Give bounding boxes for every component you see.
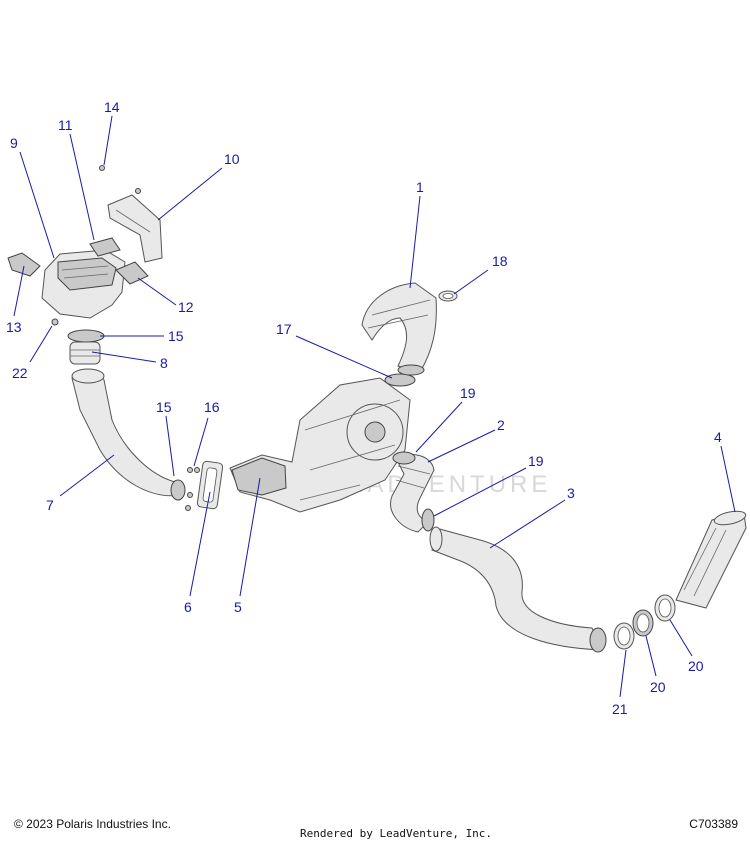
- callout-16: 16: [204, 399, 220, 415]
- part-16-fasteners: [185, 467, 200, 511]
- callout-14: 14: [104, 99, 120, 115]
- callout-2: 2: [497, 417, 505, 433]
- part-2-elbow: [390, 454, 435, 533]
- callout-18: 18: [492, 253, 508, 269]
- part-3-outlet-duct: [429, 526, 607, 653]
- part-5-cvt-housing: [229, 377, 411, 513]
- part-4-outlet-pipe: [675, 510, 747, 609]
- callout-10: 10: [224, 151, 240, 167]
- callout-6: 6: [184, 599, 192, 615]
- part-10-bracket: [107, 194, 163, 263]
- callout-8: 8: [160, 355, 168, 371]
- part-19-clamps: [392, 451, 435, 532]
- callout-20-left: 21: [612, 701, 628, 717]
- callout-7: 7: [46, 497, 54, 513]
- callout-12: 12: [178, 299, 194, 315]
- callout-11: 11: [58, 117, 73, 133]
- callout-15-upper: 15: [168, 328, 184, 344]
- part-6-gasket: [196, 460, 224, 510]
- part-13-pad: [7, 252, 41, 277]
- callout-19-lower: 19: [528, 453, 544, 469]
- callout-13: 13: [6, 319, 22, 335]
- callouts: 1 2 3 4 5 6 7 8 9 10 11 12 13 14 15 15 1…: [6, 99, 722, 717]
- part-18-o-ring: [438, 290, 458, 302]
- callout-9: 9: [10, 135, 18, 151]
- part-7-intake-duct: [71, 368, 186, 501]
- callout-4: 4: [714, 429, 722, 445]
- part-12-filter: [115, 261, 149, 285]
- copyright-text: © 2023 Polaris Industries Inc.: [14, 817, 171, 831]
- callout-17: 17: [276, 321, 292, 337]
- callout-21: 20: [650, 679, 666, 695]
- callout-5: 5: [234, 599, 242, 615]
- diagram-reference: C703389: [689, 817, 738, 831]
- part-9-airbox: [41, 249, 126, 319]
- callout-3: 3: [567, 485, 575, 501]
- rendered-by-text: Rendered by LeadVenture, Inc.: [300, 827, 493, 840]
- part-1-duct: [361, 282, 437, 376]
- part-20-21-couplers: [613, 594, 676, 650]
- leader-lines: [13, 115, 736, 698]
- part-17-seal: [384, 373, 416, 387]
- part-22-fastener: [51, 318, 59, 326]
- callout-1: 1: [416, 179, 424, 195]
- part-11-filter: [89, 237, 121, 257]
- part-15-clamp-upper: [67, 329, 105, 343]
- callout-19-upper: 19: [460, 385, 476, 401]
- callout-20-right: 20: [688, 658, 704, 674]
- callout-15-lower: 15: [156, 399, 172, 415]
- part-14-fastener: [99, 165, 141, 194]
- callout-22: 22: [12, 365, 28, 381]
